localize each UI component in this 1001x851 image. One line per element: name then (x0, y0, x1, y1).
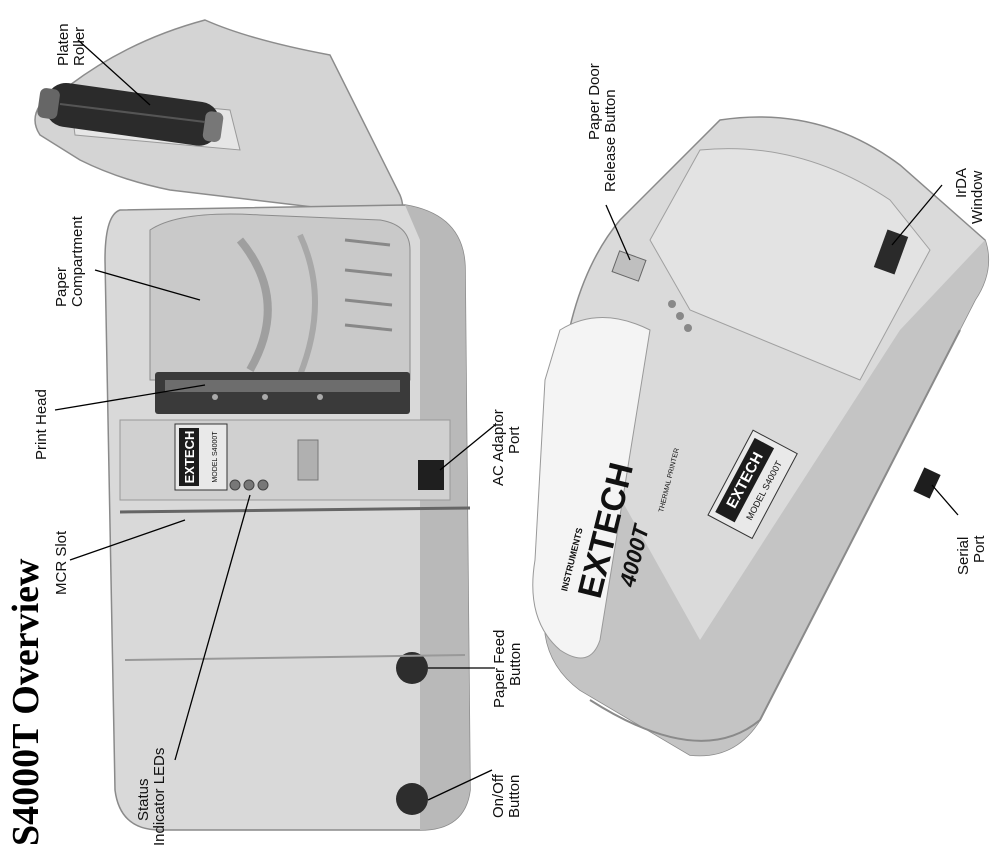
printer-lid (34, 19, 404, 217)
paper-feed-button (396, 652, 428, 684)
callout-serial-line2: Port (971, 535, 988, 563)
paper-door-release-button (611, 250, 647, 282)
paper-roll: EXTECH 4000T INSTRUMENTS THERMAL PRINTER (532, 317, 681, 659)
callout-paper-feed-line2: Button (507, 643, 524, 686)
callout-paper-compartment-line2: Compartment (69, 215, 86, 307)
arrow-platen-roller (77, 39, 151, 106)
callout-mcr-slot: MCR Slot (53, 530, 70, 595)
arrow-print-head (54, 384, 206, 411)
callout-paper-door-line1: Paper Door (586, 63, 603, 140)
callout-paper-feed-line1: Paper Feed (491, 630, 508, 708)
arrow-status-leds (174, 494, 251, 761)
callout-paper-compartment: Paper Compartment (53, 215, 86, 307)
platen-roller (37, 82, 224, 146)
callout-ac-adaptor-line2: Port (506, 426, 523, 454)
irda-window (873, 229, 909, 275)
arrow-mcr-slot (69, 519, 186, 561)
model-text-left: MODEL S4000T (212, 431, 219, 483)
printer-closed-view: EXTECH 4000T INSTRUMENTS THERMAL PRINTER… (532, 116, 990, 757)
callout-paper-feed-button: Paper Feed Button (491, 630, 524, 708)
callout-platen-roller-line2: Roller (71, 27, 88, 66)
callout-irda-line2: Window (969, 170, 986, 224)
mcr-slot (119, 506, 471, 514)
printer-open-view: EXTECH MODEL S4000T (34, 19, 471, 831)
callout-mcr-slot-line1: MCR Slot (53, 530, 70, 595)
callout-ac-adaptor-port: AC Adaptor Port (490, 409, 523, 486)
callout-status-leds-line2: Indicator LEDs (151, 748, 168, 846)
callout-on-off-line2: Button (506, 775, 523, 818)
callout-on-off-line1: On/Off (490, 773, 507, 818)
printer-body: EXTECH MODEL S4000T (104, 204, 471, 831)
arrow-paper-door-release (605, 204, 631, 261)
callout-on-off-button: On/Off Button (490, 773, 523, 818)
callout-irda-line1: IrDA (953, 168, 970, 198)
serial-port (913, 467, 941, 499)
callout-paper-door-line2: Release Button (602, 89, 619, 192)
on-off-button (396, 783, 428, 815)
brand-text-left: EXTECH (182, 431, 197, 484)
print-head (155, 372, 410, 414)
arrow-on-off-button (427, 769, 493, 801)
callout-status-leds: Status Indicator LEDs (135, 748, 168, 846)
callout-print-head-line1: Print Head (33, 389, 50, 460)
arrow-paper-compartment (94, 269, 201, 301)
callout-serial-port: Serial Port (955, 535, 988, 575)
status-leds (229, 479, 269, 491)
callout-status-leds-line1: Status (135, 778, 152, 821)
model-label-right: EXTECH MODEL S4000T (707, 429, 798, 540)
callout-print-head: Print Head (33, 389, 50, 460)
callout-irda-window: IrDA Window (953, 168, 986, 224)
paper-compartment (149, 213, 411, 381)
arrow-ac-adaptor-port (439, 424, 496, 471)
callout-paper-door-release: Paper Door Release Button (586, 63, 619, 192)
callout-platen-roller: Platen Roller (55, 23, 88, 66)
arrow-serial-port (931, 484, 959, 516)
arrow-irda-window (891, 184, 943, 246)
ac-adaptor-port (418, 460, 444, 490)
callout-serial-line1: Serial (955, 537, 972, 575)
model-label-left: EXTECH MODEL S4000T (174, 423, 228, 491)
callout-platen-roller-line1: Platen (55, 23, 72, 66)
callout-ac-adaptor-line1: AC Adaptor (490, 409, 507, 486)
callout-paper-compartment-line1: Paper (53, 267, 70, 307)
page-title: S4000T Overview (5, 558, 47, 846)
